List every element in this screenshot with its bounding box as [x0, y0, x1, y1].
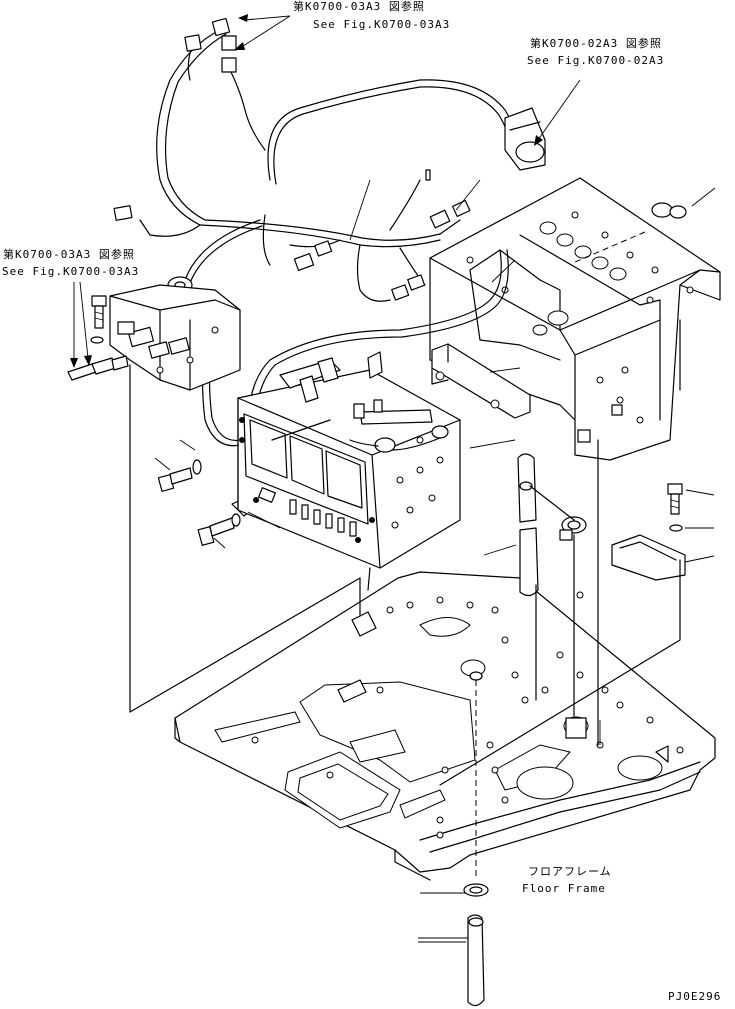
- floor-frame-en: Floor Frame: [522, 882, 606, 895]
- bolt: [157, 467, 193, 492]
- bolt: [667, 483, 683, 515]
- reference-en: See Fig.K0700-03A3: [313, 18, 450, 31]
- floor-frame-label: フロアフレーム Floor Frame: [522, 865, 612, 895]
- drawing-code: PJ0E296: [668, 990, 721, 1003]
- reference-label-2: 第K0700-02A3 図参照 See Fig.K0700-02A3: [527, 36, 664, 67]
- bracket-plate: [611, 534, 686, 581]
- leader-lines: [70, 14, 716, 943]
- reference-jp: 第K0700-03A3 図参照: [293, 0, 425, 13]
- reference-en: See Fig.K0700-02A3: [527, 54, 664, 67]
- mounting-bracket: [431, 343, 531, 419]
- floor-frame: [174, 571, 716, 881]
- washer: [90, 336, 104, 344]
- cab-frame: [429, 177, 721, 461]
- washer: [192, 459, 202, 475]
- floor-holes: [251, 591, 684, 839]
- washer: [231, 513, 241, 527]
- reference-label-1: 第K0700-03A3 図参照 See Fig.K0700-03A3: [293, 0, 450, 31]
- hose-assembly: [463, 453, 587, 1007]
- controller-box: [67, 284, 241, 391]
- bolt: [197, 517, 235, 546]
- washer: [669, 524, 683, 532]
- floor-frame-jp: フロアフレーム: [528, 865, 612, 878]
- hardware: [90, 295, 686, 581]
- reference-label-3: 第K0700-03A3 図参照 See Fig.K0700-03A3: [2, 247, 139, 278]
- battery-box: [237, 351, 461, 569]
- reference-en: See Fig.K0700-03A3: [2, 265, 139, 278]
- reference-jp: 第K0700-02A3 図参照: [530, 36, 662, 50]
- wire-harness: [113, 17, 546, 447]
- bolt: [91, 295, 107, 329]
- reference-jp: 第K0700-03A3 図参照: [3, 247, 135, 261]
